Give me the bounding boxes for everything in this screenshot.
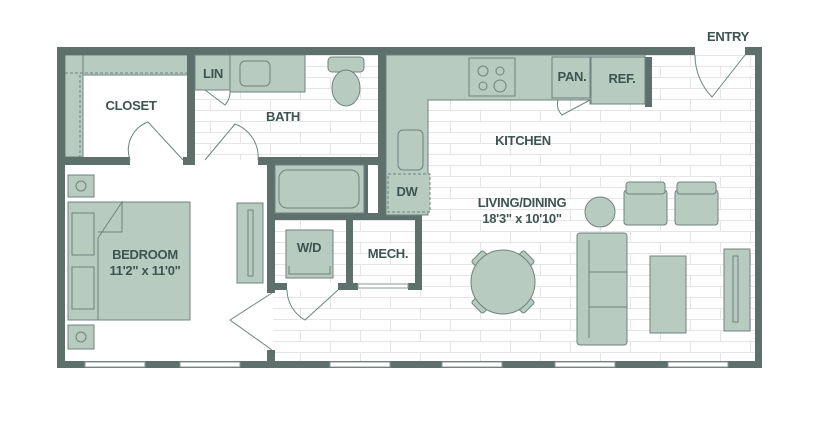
nightstand-icon xyxy=(67,174,95,350)
toilet-icon xyxy=(327,56,365,107)
refrigerator-label: REF. xyxy=(609,71,636,86)
linen-label: LIN xyxy=(203,66,223,81)
dishwasher-label: DW xyxy=(396,184,418,199)
entry-label: ENTRY xyxy=(707,29,750,44)
kitchen-sink-icon xyxy=(397,129,424,171)
hall-floor xyxy=(273,290,386,361)
linen-cabinet xyxy=(194,54,231,91)
bath-sink-icon xyxy=(239,60,271,87)
sofa-icon xyxy=(576,232,628,346)
dresser-icon xyxy=(236,202,264,284)
pantry-label: PAN. xyxy=(558,69,587,84)
side-table-icon xyxy=(584,196,616,228)
kitchen-label: KITCHEN xyxy=(495,133,551,148)
bath-label: BATH xyxy=(266,109,300,124)
refrigerator xyxy=(590,56,646,105)
walls xyxy=(57,47,762,368)
coffee-table-icon xyxy=(649,255,687,334)
armchair-icon xyxy=(623,181,719,226)
bathtub-icon xyxy=(274,164,365,214)
living-dimensions: 18'3" x 10'10" xyxy=(482,211,562,226)
bedroom-dimensions: 11'2" x 11'0" xyxy=(109,263,180,278)
washer-dryer-icon xyxy=(285,229,334,279)
stove-icon xyxy=(468,57,516,97)
mech-label: MECH. xyxy=(368,246,408,261)
closet-label: CLOSET xyxy=(106,98,157,113)
wd-label: W/D xyxy=(297,240,321,255)
windows xyxy=(84,283,729,368)
dining-set-icon xyxy=(470,249,536,315)
tv-console-icon xyxy=(723,248,751,332)
bedroom-label: BEDROOM xyxy=(112,247,178,262)
doors xyxy=(127,54,746,351)
living-label: LIVING/DINING xyxy=(478,195,567,210)
bed-icon xyxy=(67,200,191,321)
dishwasher xyxy=(387,173,431,213)
pantry xyxy=(551,56,591,99)
